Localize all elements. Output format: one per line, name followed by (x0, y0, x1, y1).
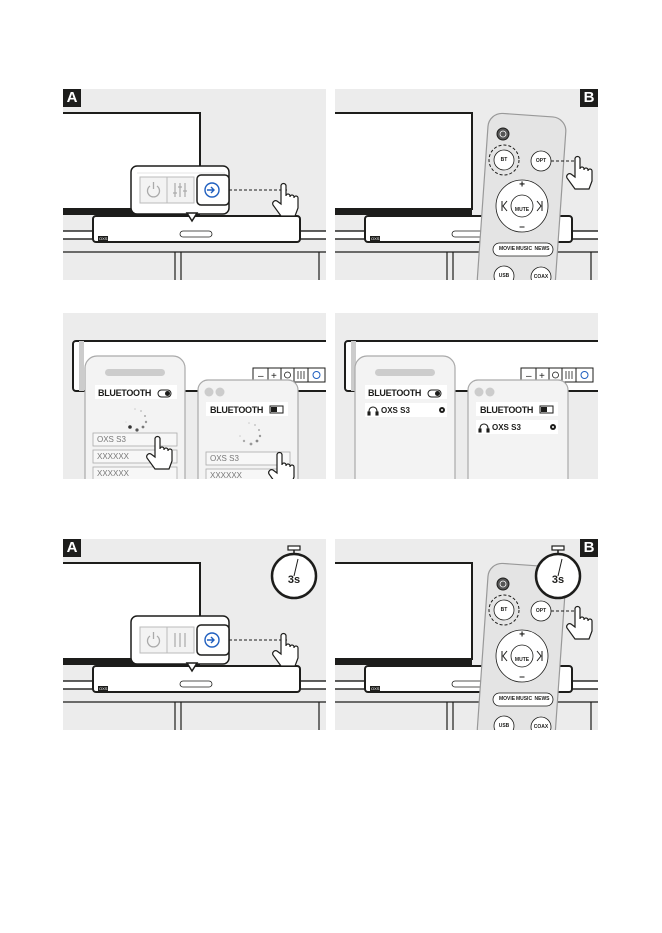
pointing-hand-icon (273, 634, 298, 667)
scene-tv-soundbar-hold (63, 539, 326, 730)
panel-row2-scan: – + (63, 313, 326, 479)
device-item-1[interactable]: OXS S3 (210, 454, 239, 463)
remote-movie-label: MOVIE (499, 246, 515, 252)
remote-bt-label: BT (501, 607, 508, 613)
remote-opt-label: OPT (536, 608, 546, 614)
device-item-1[interactable]: OXS S3 (97, 435, 126, 444)
scene-tv-remote-hold (335, 539, 598, 730)
stopwatch-icon (536, 546, 580, 598)
soundbar-brand: OXS (370, 236, 380, 241)
remote-bt-label: BT (501, 157, 508, 163)
pointing-hand-icon (567, 607, 592, 640)
pointing-hand-icon (273, 184, 298, 217)
scene-tv-remote (335, 89, 598, 280)
phone-left-title: BLUETOOTH (98, 388, 151, 398)
connected-device-label[interactable]: OXS S3 (492, 423, 521, 432)
timer-label: 3s (552, 574, 564, 586)
panel-row3-b: 3s OXS BT OPT + MUTE – MOVIE MUSIC NEWS … (335, 539, 598, 730)
panel-row1-a: OXS A (63, 89, 326, 280)
remote-music-label: MUSIC (516, 246, 532, 252)
equalizer-icon (173, 183, 187, 197)
scene-tv-soundbar (63, 89, 326, 280)
remote-plus-label: + (519, 630, 525, 641)
panel-letter-a: A (63, 89, 81, 107)
remote-news-label: NEWS (535, 696, 550, 702)
connected-device-label[interactable]: OXS S3 (381, 406, 410, 415)
remote-control (476, 112, 566, 280)
gear-icon[interactable] (439, 407, 445, 413)
phone-left-title: BLUETOOTH (368, 388, 421, 398)
stopwatch-icon (272, 546, 316, 598)
remote-music-label: MUSIC (516, 696, 532, 702)
panel-row2-connected: – + BLUETOOT (335, 313, 598, 479)
remote-movie-label: MOVIE (499, 696, 515, 702)
pointing-hand-icon (567, 157, 592, 190)
gear-icon[interactable] (550, 424, 556, 430)
remote-mute-label: MUTE (515, 657, 529, 663)
panel-row3-a: 3s OXS A (63, 539, 326, 730)
soundbar-brand: OXS (98, 236, 108, 241)
remote-opt-label: OPT (536, 158, 546, 164)
device-item-2[interactable]: XXXXXX (97, 452, 129, 461)
remote-minus-label: – (519, 222, 525, 233)
remote-minus-label: – (519, 672, 525, 683)
remote-mute-label: MUTE (515, 207, 529, 213)
device-item-3[interactable]: XXXXXX (97, 469, 129, 478)
remote-usb-label: USB (499, 273, 510, 279)
remote-plus-label: + (519, 180, 525, 191)
phone-left (355, 356, 455, 479)
phone-right-title: BLUETOOTH (480, 405, 533, 415)
soundbar-brand: OXS (98, 686, 108, 691)
panel-letter-b: B (580, 539, 598, 557)
timer-label: 3s (288, 574, 300, 586)
panel-letter-b: B (580, 89, 598, 107)
panel-letter-a: A (63, 539, 81, 557)
remote-usb-label: USB (499, 723, 510, 729)
remote-coax-label: COAX (534, 724, 548, 730)
panel-row1-b: OXS BT OPT + MUTE – MOVIE MUSIC NEWS USB… (335, 89, 598, 280)
phone-right-title: BLUETOOTH (210, 405, 263, 415)
device-item-2[interactable]: XXXXXX (210, 471, 242, 479)
remote-news-label: NEWS (535, 246, 550, 252)
remote-coax-label: COAX (534, 274, 548, 280)
soundbar-brand: OXS (370, 686, 380, 691)
